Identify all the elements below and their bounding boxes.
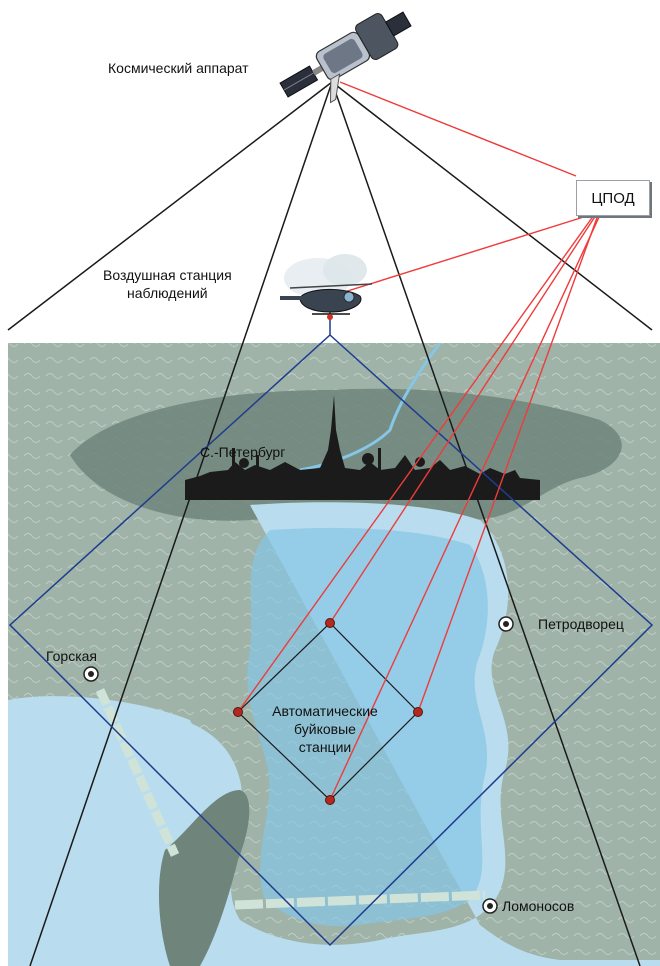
station-marker-gorskaya xyxy=(83,666,99,682)
buoy-west xyxy=(233,707,243,717)
station-marker-lomonosov xyxy=(482,898,498,914)
kotlin-island xyxy=(158,790,250,966)
buoy-south xyxy=(325,795,335,805)
western-channel xyxy=(8,696,230,966)
buoy-stations xyxy=(233,618,423,805)
station-marker-petrodvorets xyxy=(498,616,514,632)
cpod-box: ЦПОД xyxy=(576,180,650,216)
telemetry-links xyxy=(237,81,601,801)
dam-west xyxy=(95,688,180,857)
buoys-label: Автоматические буйковые станции xyxy=(250,702,400,756)
satellite-icon xyxy=(279,11,412,104)
air-station-label-line2: наблюдений xyxy=(127,285,208,301)
air-station-label-line1: Воздушная станция xyxy=(103,267,232,283)
buoy-north xyxy=(325,618,335,628)
petrodvorets-label: Петродворец xyxy=(538,616,624,632)
buoys-label-line2: буйковые xyxy=(294,721,356,737)
lomonosov-label: Ломоносов xyxy=(502,898,575,914)
dam-south xyxy=(234,890,486,910)
cpod-label: ЦПОД xyxy=(591,189,635,207)
gulf-inner-water xyxy=(247,527,488,927)
skyline-silhouette-icon xyxy=(185,395,540,500)
st-petersburg-label: С.-Петербург xyxy=(200,444,286,460)
left-margin xyxy=(0,343,8,966)
air-station-label: Воздушная станция наблюдений xyxy=(103,266,232,302)
spacecraft-label: Космический аппарат xyxy=(108,60,249,76)
buoys-label-line1: Автоматические xyxy=(272,703,378,719)
gorskaya-label: Горская xyxy=(46,648,98,664)
buoys-label-line3: станции xyxy=(298,739,352,755)
helicopter-icon xyxy=(280,254,373,320)
buoy-east xyxy=(413,707,423,717)
